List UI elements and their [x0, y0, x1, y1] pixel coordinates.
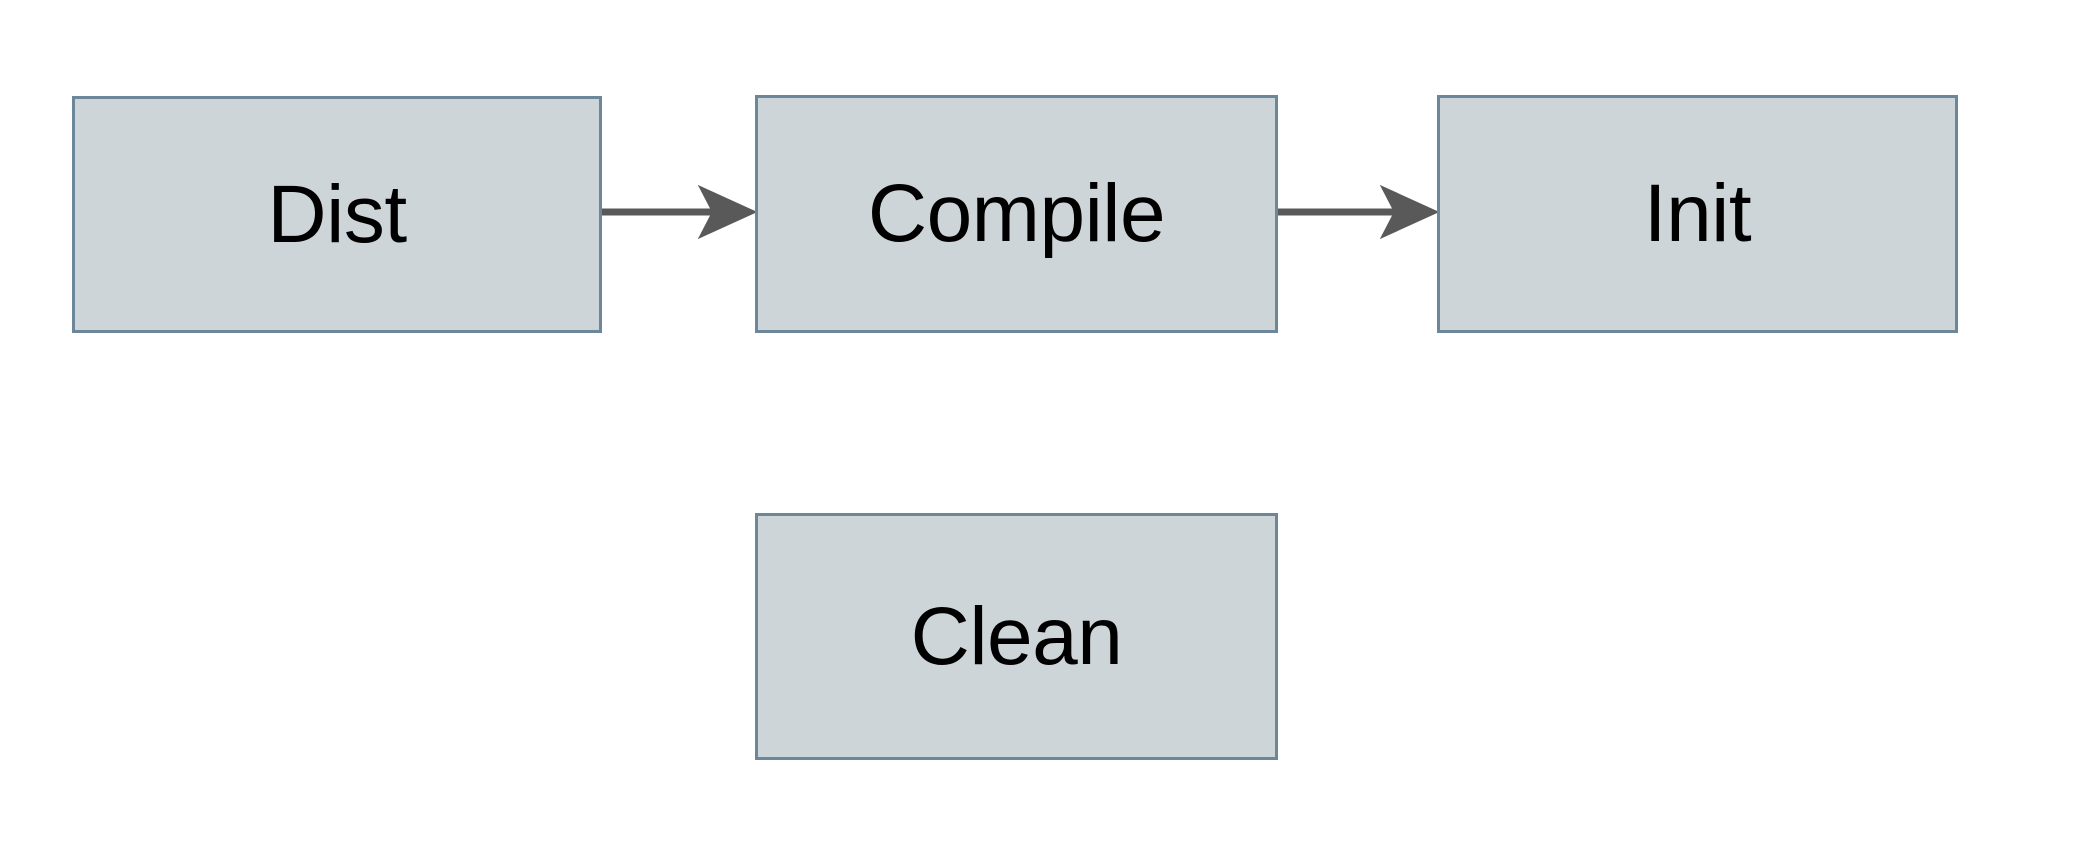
edge-compile-to-init[interactable]: [1278, 184, 1440, 240]
arrowhead-dist-to-compile: [697, 184, 758, 240]
node-label-dist: Dist: [267, 168, 407, 260]
arrowhead-compile-to-init: [1379, 184, 1440, 240]
node-init[interactable]: Init: [1437, 95, 1958, 333]
node-label-compile: Compile: [867, 168, 1166, 259]
node-label-clean: Clean: [910, 590, 1123, 682]
edge-dist-to-compile[interactable]: [602, 184, 758, 240]
node-clean[interactable]: Clean: [755, 513, 1278, 760]
node-compile[interactable]: Compile: [755, 95, 1278, 333]
node-label-init: Init: [1643, 168, 1752, 259]
node-dist[interactable]: Dist: [72, 96, 602, 333]
